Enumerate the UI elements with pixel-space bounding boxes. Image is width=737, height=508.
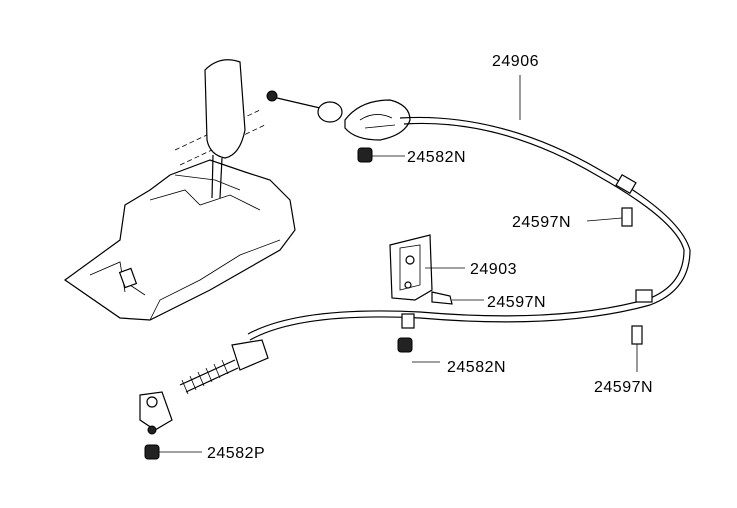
cable-upper-end — [266, 90, 411, 141]
label-bolt-clip-bottom: 24597N — [594, 379, 653, 396]
label-bracket: 24903 — [470, 261, 517, 278]
bracket-24903 — [389, 234, 433, 301]
shift-knob — [204, 59, 246, 199]
label-nut-lower: 24582N — [447, 359, 506, 376]
label-cable-assembly: 24906 — [492, 53, 539, 70]
fasteners — [144, 147, 643, 460]
label-bolt-bracket: 24597N — [487, 294, 546, 311]
shifter-housing — [63, 109, 296, 321]
label-bolt-clip-right: 24597N — [512, 214, 571, 231]
cable-lower-end — [139, 339, 269, 435]
label-nut-upper: 24582N — [407, 149, 466, 166]
leader-lines — [159, 75, 638, 453]
cable-assembly-24906 — [247, 116, 691, 341]
label-nut-end: 24582P — [207, 445, 265, 462]
